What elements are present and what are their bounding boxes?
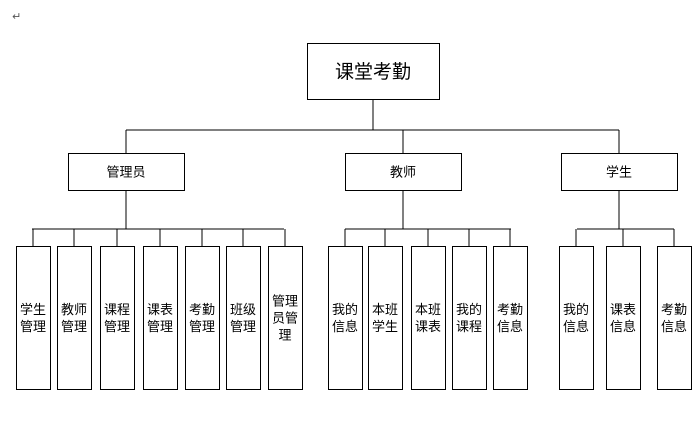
leaf-label: 学生 xyxy=(20,302,46,318)
group-node xyxy=(345,153,462,191)
leaf-node xyxy=(185,246,220,390)
leaf-node xyxy=(268,246,303,390)
leaf-label: 信息 xyxy=(497,319,523,335)
connector-lines xyxy=(32,99,675,246)
leaf-label: 管理 xyxy=(189,320,215,335)
group-node xyxy=(561,153,678,191)
leaf-label: 管理 xyxy=(272,295,298,310)
leaf-label: 我的 xyxy=(563,302,589,318)
leaf-label: 管理 xyxy=(230,320,256,335)
leaf-node xyxy=(226,246,261,390)
leaf-node xyxy=(100,246,135,390)
leaf-label: 管理 xyxy=(147,320,173,335)
group-label: 管理员 xyxy=(106,166,145,181)
leaf-label: 管理 xyxy=(61,320,87,335)
leaf-label: 员管 xyxy=(272,312,298,327)
leaf-label: 课程 xyxy=(104,303,130,318)
leaf-label: 班级 xyxy=(230,303,256,318)
leaf-label: 考勤 xyxy=(661,303,687,318)
leaf-node xyxy=(411,246,446,390)
leaf-label: 学生 xyxy=(372,319,398,335)
leaf-label: 理 xyxy=(278,329,291,344)
leaf-node xyxy=(559,246,594,390)
root-node xyxy=(307,43,440,100)
leaf-node xyxy=(16,246,51,390)
group-label: 学生 xyxy=(606,165,632,181)
leaf-node xyxy=(657,246,692,390)
leaf-label: 课表 xyxy=(147,303,173,318)
leaf-node xyxy=(143,246,178,390)
group-label: 教师 xyxy=(390,165,416,181)
leaf-label: 我的 xyxy=(332,302,358,318)
leaf-label: 信息 xyxy=(661,319,687,335)
root-label: 课堂考勤 xyxy=(335,61,411,83)
leaf-node xyxy=(57,246,92,390)
leaf-label: 课表 xyxy=(610,303,636,318)
leaf-label: 信息 xyxy=(563,319,589,335)
leaf-label: 信息 xyxy=(610,319,636,335)
leaf-node xyxy=(493,246,528,390)
group-node xyxy=(68,153,185,191)
leaf-node xyxy=(452,246,487,390)
leaf-label: 教师 xyxy=(61,302,87,318)
leaf-label: 信息 xyxy=(332,319,358,335)
leaf-label: 课程 xyxy=(456,320,482,335)
leaf-node xyxy=(368,246,403,390)
leaf-label: 课表 xyxy=(415,320,441,335)
leaf-label: 我的 xyxy=(456,302,482,318)
paragraph-mark: ↵ xyxy=(12,10,22,23)
leaf-label: 考勤 xyxy=(189,303,215,318)
leaf-node xyxy=(328,246,363,390)
chart-nodes: 课堂考勤管理员学生管理教师管理课程管理课表管理考勤管理班级管理管理员管理教师我的… xyxy=(16,43,692,390)
leaf-node xyxy=(606,246,641,390)
leaf-label: 管理 xyxy=(104,320,130,335)
leaf-label: 本班 xyxy=(372,303,398,318)
leaf-label: 管理 xyxy=(20,320,46,335)
leaf-label: 本班 xyxy=(415,303,441,318)
leaf-label: 考勤 xyxy=(497,303,523,318)
